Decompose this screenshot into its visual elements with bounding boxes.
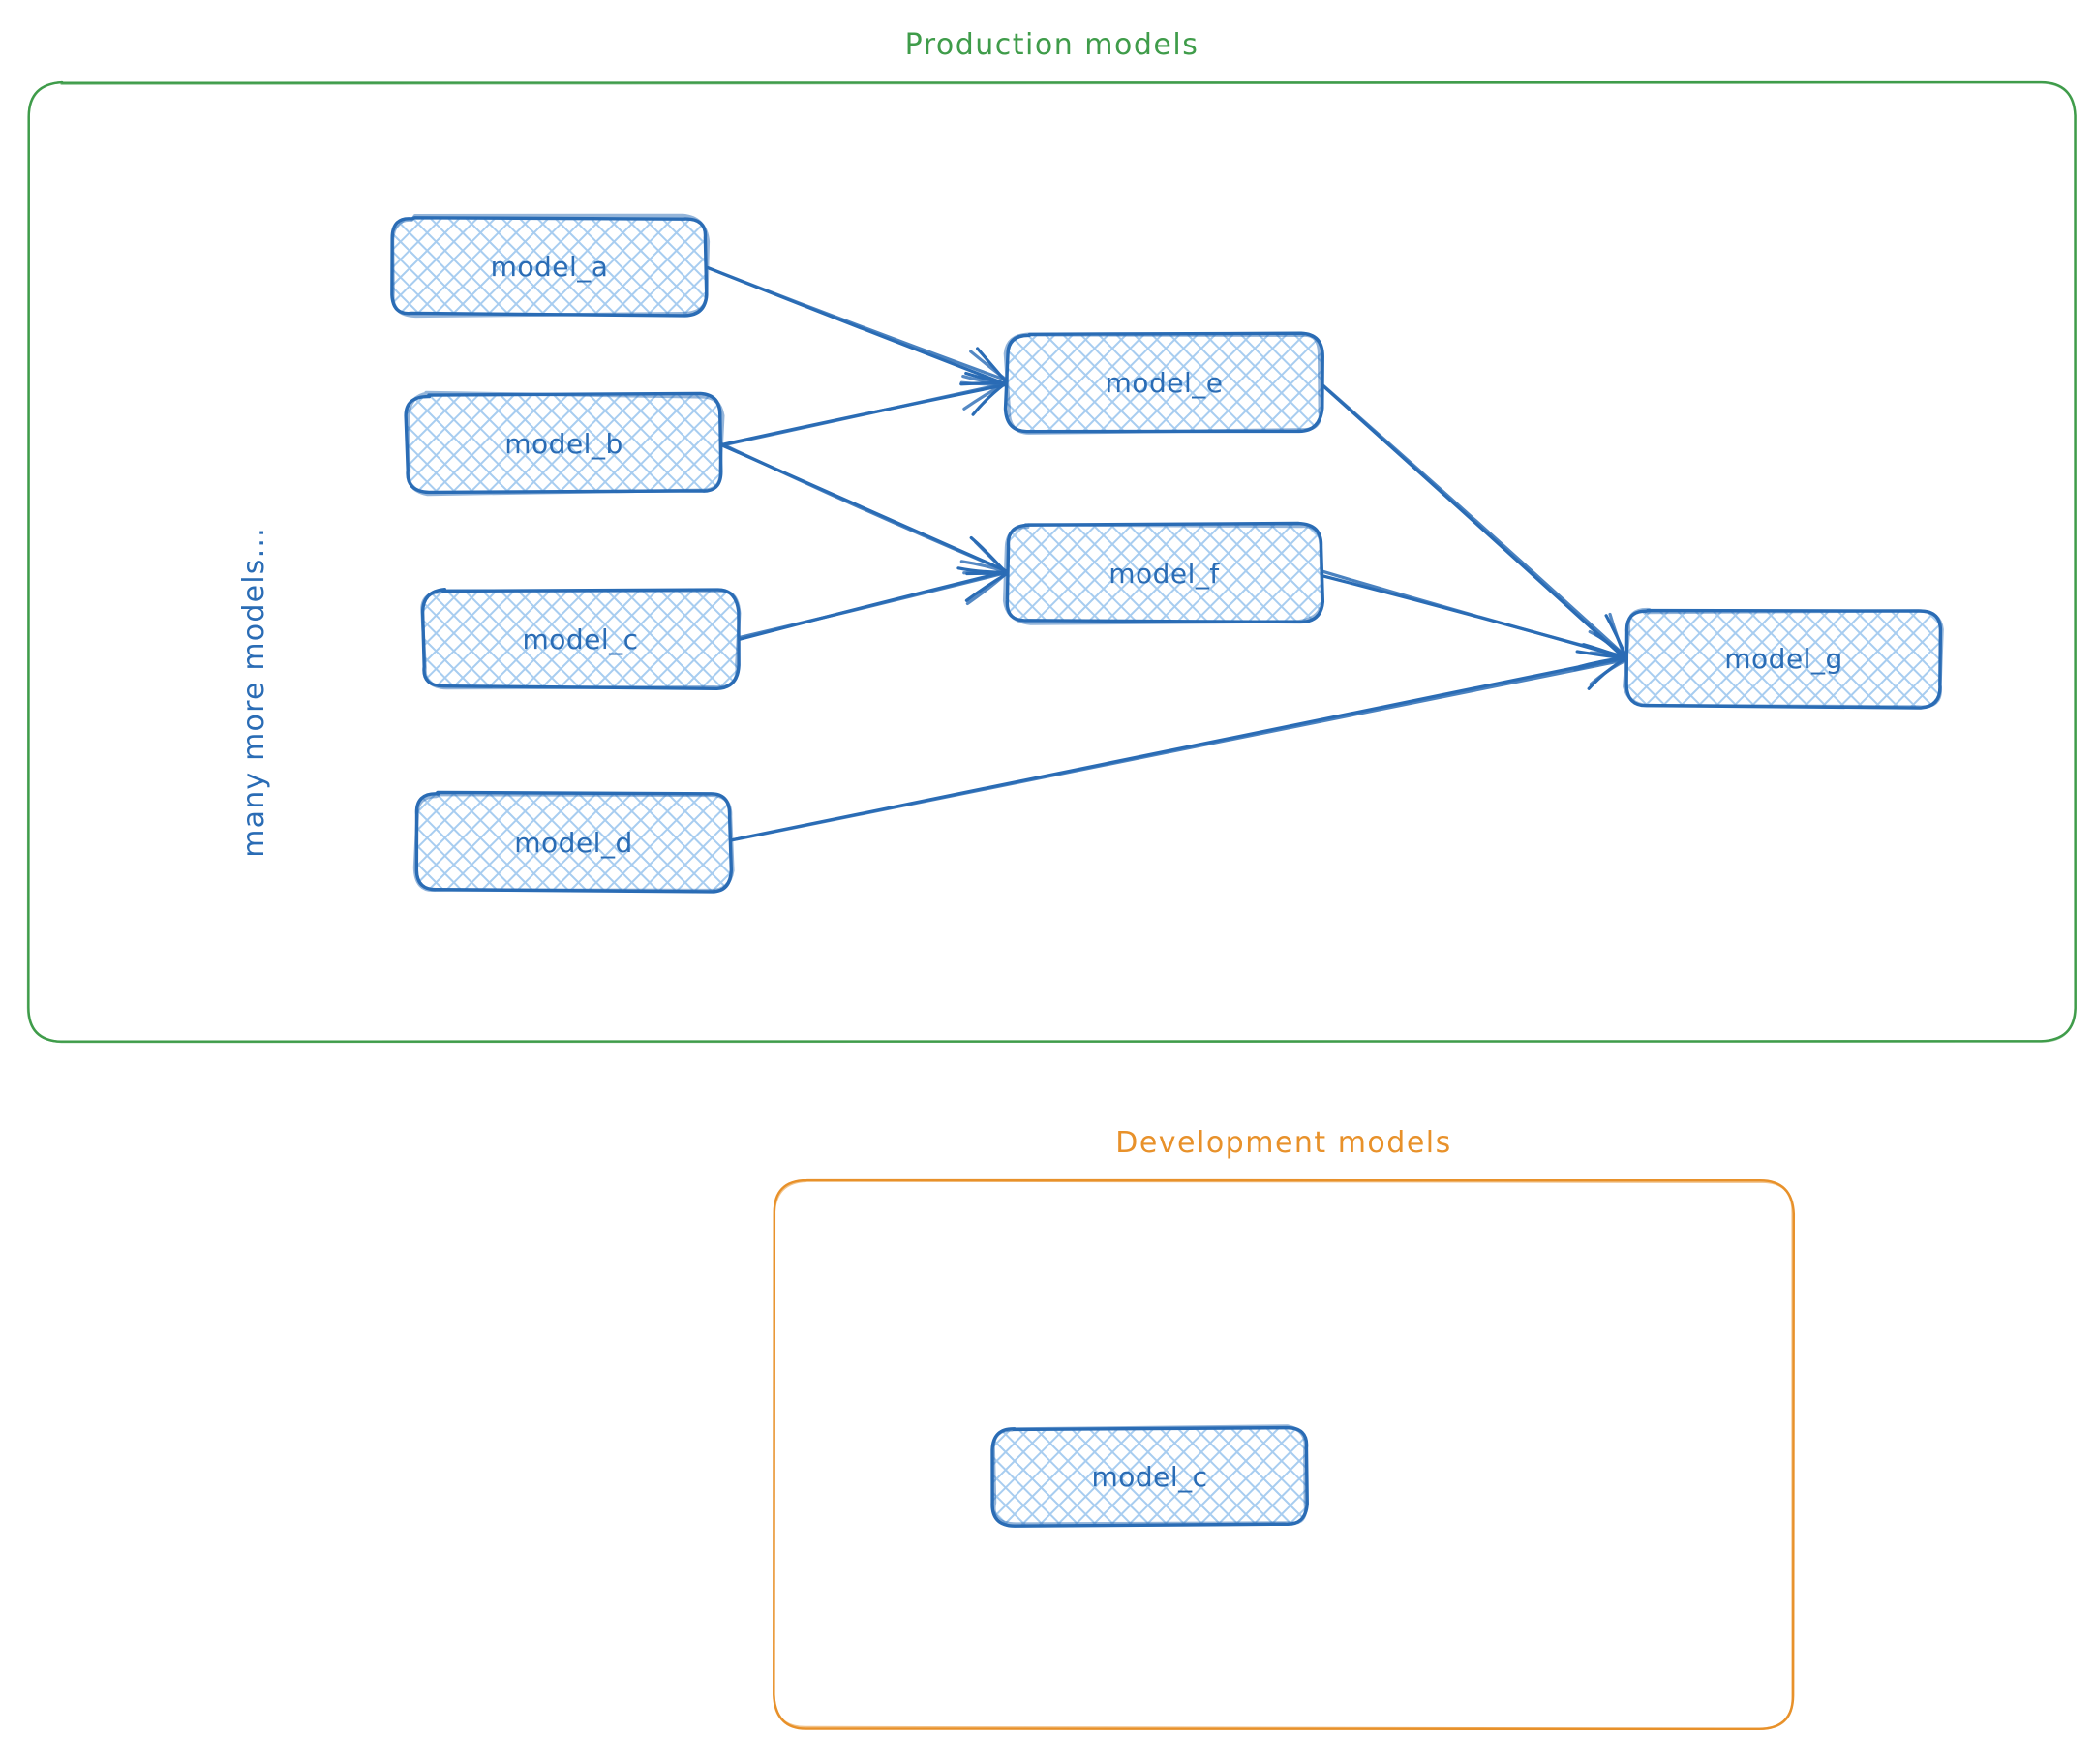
node-fill (422, 589, 740, 689)
node-border (1003, 332, 1322, 435)
node-border (1623, 607, 1944, 709)
edges-layer (706, 265, 1630, 842)
node-label: model_f (1108, 558, 1220, 590)
node-border (420, 589, 742, 690)
node-model_d[interactable]: model_d (412, 790, 735, 894)
node-border (1002, 523, 1324, 625)
group-border (773, 1179, 1794, 1730)
group-development (773, 1178, 1796, 1731)
edge-model_b-to-model_f (717, 441, 1010, 576)
node-label: model_c (1091, 1461, 1207, 1493)
side-note-many-more-models: many more models... (237, 527, 271, 858)
arrow-head (961, 374, 1009, 385)
group-production (26, 80, 2077, 1044)
node-border (412, 792, 735, 893)
edge-model_a-to-model_e (706, 265, 1011, 386)
node-fill (416, 792, 732, 892)
node-border (991, 1424, 1308, 1526)
group-border (26, 80, 2077, 1044)
node-dev_model_c[interactable]: model_c (990, 1424, 1309, 1528)
edge-line (717, 441, 1009, 573)
node-label: model_g (1724, 643, 1842, 675)
edge-line (1321, 569, 1629, 659)
arrow-head (1589, 651, 1628, 659)
nodes-layer: model_a model_b model_c model_d model_emodel… (390, 213, 1944, 1528)
edge-model_b-to-model_e (717, 371, 1011, 447)
edge-line (736, 570, 1009, 640)
node-border (407, 390, 725, 497)
edge-line (1320, 382, 1630, 661)
node-model_g[interactable]: model_g (1623, 607, 1944, 710)
edge-line (727, 657, 1628, 842)
arrow-head (959, 560, 1008, 574)
arrow-head (965, 571, 1008, 606)
node-fill (406, 393, 721, 493)
node-fill (1626, 610, 1941, 709)
edge-model_c-to-model_f (736, 560, 1010, 642)
edge-line (720, 381, 1010, 447)
group-label-development: Development models (1115, 1126, 1452, 1160)
edge-model_d-to-model_g (727, 650, 1630, 842)
node-label: model_d (514, 827, 632, 859)
node-model_a[interactable]: model_a (390, 213, 711, 319)
group-label-production: Production models (905, 28, 1199, 62)
node-fill (992, 1427, 1308, 1527)
node-label: model_e (1106, 367, 1224, 399)
node-label: model_a (491, 251, 609, 283)
node-fill (1007, 523, 1323, 623)
node-model_e[interactable]: model_e (1003, 331, 1324, 435)
node-model_f[interactable]: model_f (1002, 521, 1325, 625)
group-containers (26, 80, 2077, 1731)
edge-line (706, 265, 1009, 382)
node-model_c[interactable]: model_c (420, 587, 742, 691)
node-fill (391, 217, 707, 316)
node-label: model_c (522, 623, 638, 655)
arrow-head (1589, 657, 1630, 686)
node-border (390, 213, 711, 319)
node-fill (1005, 333, 1323, 432)
node-label: model_b (504, 428, 622, 460)
arrow-head (962, 380, 1010, 411)
edge-model_e-to-model_g (1319, 381, 1630, 662)
node-model_b[interactable]: model_b (404, 390, 725, 497)
